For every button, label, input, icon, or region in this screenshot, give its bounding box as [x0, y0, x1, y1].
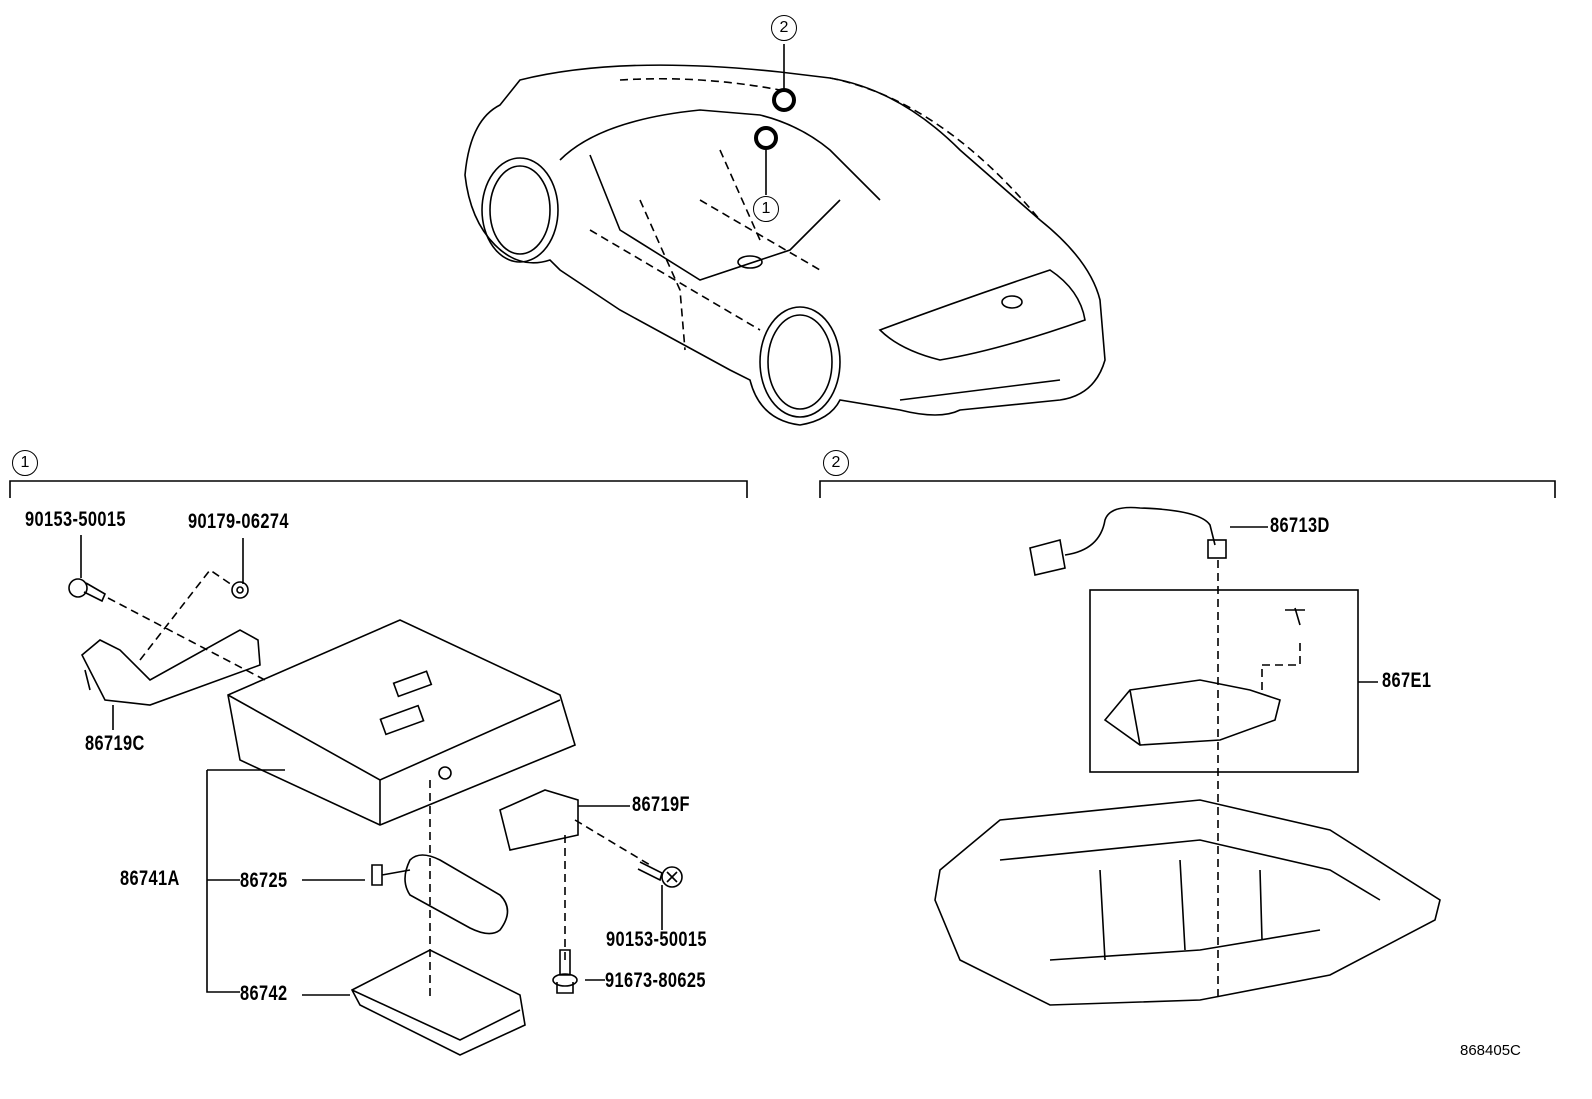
part-label-90153-50015-screw[interactable]: 90153-50015: [606, 928, 707, 951]
part-label-86719C[interactable]: 86719C: [85, 732, 145, 755]
car-callout-1: 1: [753, 196, 779, 222]
section-1-artwork: [68, 535, 683, 1056]
section-2-artwork: [934, 506, 1441, 1006]
part-label-86719F[interactable]: 86719F: [632, 793, 690, 816]
car-callout-2: 2: [771, 15, 797, 41]
part-label-90179-06274[interactable]: 90179-06274: [188, 510, 289, 533]
part-label-86741A[interactable]: 86741A: [120, 867, 180, 890]
section-1-marker: 1: [12, 450, 38, 476]
part-label-86742[interactable]: 86742: [240, 982, 288, 1005]
diagram-code: 868405C: [1460, 1042, 1521, 1059]
part-label-86725[interactable]: 86725: [240, 869, 288, 892]
section-2-bracket: [819, 480, 1556, 498]
part-label-867E1[interactable]: 867E1: [1382, 669, 1432, 692]
section-2-marker: 2: [823, 450, 849, 476]
part-label-91673-80625[interactable]: 91673-80625: [605, 969, 706, 992]
part-label-90153-50015-bolt[interactable]: 90153-50015: [25, 508, 126, 531]
section-1-bracket: [9, 480, 748, 498]
car-illustration: [464, 44, 1106, 426]
part-label-86713D[interactable]: 86713D: [1270, 514, 1330, 537]
